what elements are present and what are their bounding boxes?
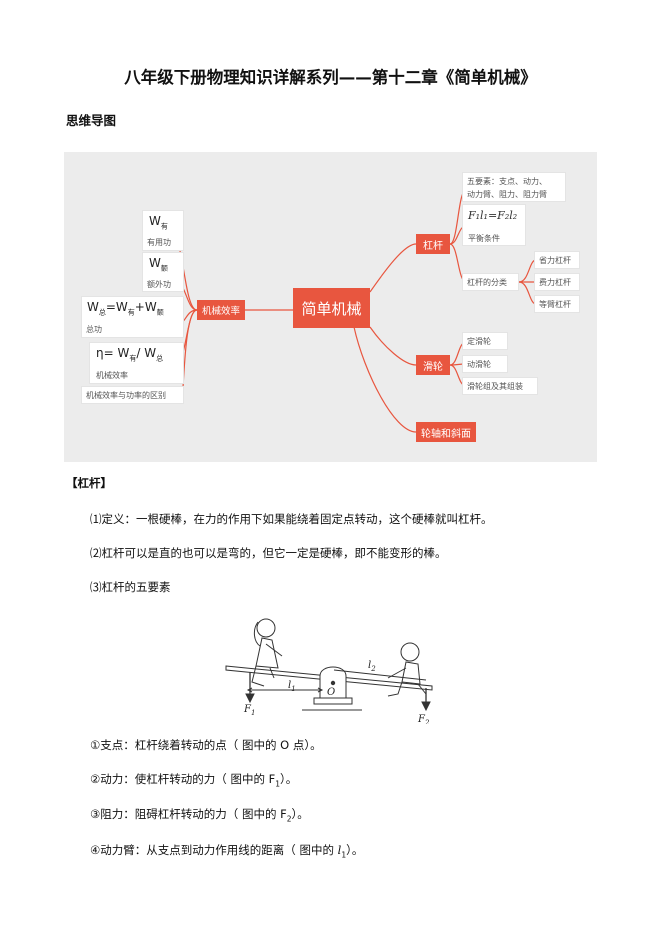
movable-pulley-label: 动滑轮 <box>467 360 491 369</box>
five-elements-line-1: 五要素：支点、动力、 <box>467 177 547 186</box>
fixed-pulley-label: 定滑轮 <box>467 337 491 346</box>
lever-shape-note: ⑵杠杆可以是直的也可以是弯的，但它一定是硬棒，即不能变形的棒。 <box>90 546 447 560</box>
balance-formula: F₁l₁=F₂l₂ <box>468 209 518 222</box>
label-l1: l1 <box>288 680 296 693</box>
label-o: O <box>327 687 335 698</box>
label-f2: F2 <box>417 714 430 724</box>
total-work-formula: W总=W有+W额 <box>87 300 164 317</box>
node-equal-arm-lever: 等臂杠杆 <box>534 295 580 313</box>
five-elements-line-2: 动力臂、阻力、阻力臂 <box>467 190 547 199</box>
lever-classification-label: 杠杆的分类 <box>467 278 507 287</box>
node-useful-work: W有 有用功 <box>142 210 184 251</box>
document-title: 八年级下册物理知识详解系列——第十二章《简单机械》 <box>124 68 537 87</box>
total-work-label: 总功 <box>86 325 102 334</box>
efficiency-vs-power-label: 机械效率与功率的区别 <box>86 391 166 400</box>
node-fixed-pulley: 定滑轮 <box>462 332 508 350</box>
mind-map: 简单机械 机械效率 W有 有用功 W额 额外功 W总=W有+W额 总功 η= W… <box>64 152 597 462</box>
lever-section-heading: 【杠杆】 <box>66 476 112 490</box>
node-efficiency-formula: η= W有/ W总 机械效率 <box>89 342 184 384</box>
node-lever-classification: 杠杆的分类 <box>462 273 519 291</box>
element-effort: ②动力：使杠杆转动的力（ 图中的 F1）。 <box>90 772 298 789</box>
force-costing-lever-label: 费力杠杆 <box>539 278 571 287</box>
node-pulley: 滑轮 <box>416 355 450 375</box>
extra-work-formula: W额 <box>149 256 168 273</box>
pulley-block-label: 滑轮组及其组装 <box>467 382 523 391</box>
node-pulley-block: 滑轮组及其组装 <box>462 377 538 395</box>
node-wheel-axle-incline: 轮轴和斜面 <box>416 422 476 442</box>
node-balance-condition: F₁l₁=F₂l₂ 平衡条件 <box>462 204 526 246</box>
useful-work-label: 有用功 <box>147 238 171 247</box>
node-movable-pulley: 动滑轮 <box>462 355 508 373</box>
node-efficiency-vs-power: 机械效率与功率的区别 <box>81 386 184 404</box>
node-five-elements: 五要素：支点、动力、 动力臂、阻力、阻力臂 <box>462 172 566 202</box>
efficiency-label: 机械效率 <box>96 371 128 380</box>
force-saving-lever-label: 省力杠杆 <box>539 256 571 265</box>
node-force-costing-lever: 费力杠杆 <box>534 273 580 291</box>
element-fulcrum: ①支点：杠杆绕着转动的点（ 图中的 O 点）。 <box>90 738 322 752</box>
mindmap-heading: 思维导图 <box>66 113 117 128</box>
lever-definition: ⑴定义：一根硬棒，在力的作用下如果能绕着固定点转动，这个硬棒就叫杠杆。 <box>90 512 493 526</box>
node-mechanical-efficiency: 机械效率 <box>197 300 245 320</box>
node-force-saving-lever: 省力杠杆 <box>534 251 580 269</box>
node-total-work: W总=W有+W额 总功 <box>81 296 184 338</box>
useful-work-formula: W有 <box>149 214 168 231</box>
efficiency-formula: η= W有/ W总 <box>96 346 164 363</box>
label-f1: F1 <box>243 704 255 717</box>
node-extra-work: W额 额外功 <box>142 252 184 292</box>
equal-arm-lever-label: 等臂杠杆 <box>539 300 571 309</box>
label-l2: l2 <box>368 660 376 673</box>
node-lever: 杠杆 <box>416 234 450 254</box>
seesaw-illustration: F1 F2 l1 l2 O <box>225 618 433 727</box>
seesaw-figure: F1 F2 l1 l2 O <box>222 612 454 727</box>
extra-work-label: 额外功 <box>147 280 171 289</box>
balance-condition-label: 平衡条件 <box>468 234 500 243</box>
lever-five-elements-title: ⑶杠杆的五要素 <box>90 580 171 594</box>
mindmap-center-node: 简单机械 <box>293 288 370 328</box>
element-resistance: ③阻力：阻碍杠杆转动的力（ 图中的 F2）。 <box>90 807 309 824</box>
element-effort-arm: ④动力臂：从支点到动力作用线的距离（ 图中的 l1）。 <box>90 843 364 860</box>
